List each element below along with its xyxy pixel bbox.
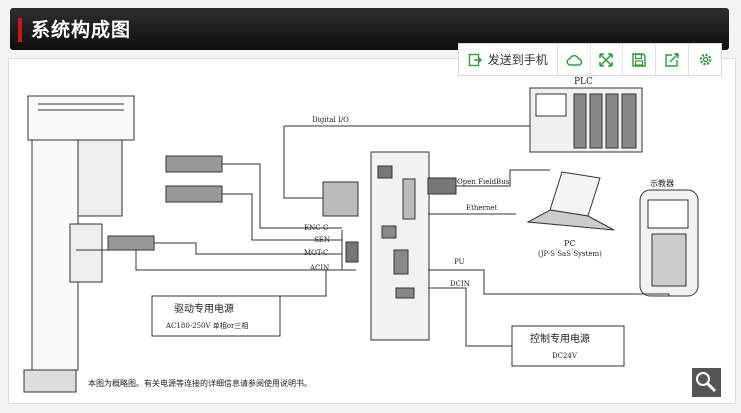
- sen-label: SEN: [314, 236, 330, 244]
- zoom-button[interactable]: [692, 368, 721, 397]
- mot-c-label: MOT-C: [304, 249, 328, 257]
- header-accent-bar: [18, 18, 22, 42]
- expand-icon: [599, 52, 614, 67]
- image-toolbar: 发送到手机: [458, 43, 722, 76]
- digital-io-connector: [322, 181, 359, 217]
- open-fieldbus-label: Open FieldBus: [457, 178, 510, 186]
- system-diagram: PLC Digital I/O Open FieldBus Ethernet P…: [23, 77, 699, 393]
- cloud-button[interactable]: [558, 44, 591, 75]
- diagram-footnote: 本图为概略图。有关电源等连接的详细信息请参阅使用说明书。: [88, 378, 312, 388]
- drive-power-title: 驱动专用电源: [174, 302, 234, 315]
- plc-label: PLC: [574, 77, 593, 87]
- control-power-box: [511, 325, 625, 367]
- digital-io-label: Digital I/O: [312, 116, 349, 124]
- wiring: [76, 125, 670, 347]
- teach-pendant-device: [639, 189, 699, 297]
- drive-power-box: [151, 295, 281, 337]
- expand-button[interactable]: [591, 44, 624, 75]
- enc-c-label: ENC-C: [304, 224, 328, 232]
- save-button[interactable]: [623, 44, 657, 75]
- pc-software-label: (JP-S SaS System): [538, 250, 602, 258]
- plc-device: [529, 87, 643, 153]
- drive-power-spec: AC180-250V 单相or三相: [165, 321, 248, 330]
- ethernet-label: Ethernet: [466, 204, 498, 212]
- control-power-spec: DC24V: [552, 352, 578, 360]
- robot-actuator: [23, 95, 135, 393]
- teach-pendant-label: 示教器: [650, 178, 674, 188]
- cloud-icon: [566, 54, 582, 66]
- dcin-label: DCIN: [450, 280, 470, 288]
- acin-label: ACIN: [309, 264, 329, 272]
- send-to-phone-button[interactable]: 发送到手机: [459, 44, 558, 75]
- control-power-title: 控制专用电源: [530, 332, 590, 345]
- pc-laptop: [526, 171, 615, 231]
- motor-connectors: [107, 155, 223, 251]
- send-to-phone-label: 发送到手机: [487, 53, 548, 67]
- save-icon: [632, 52, 647, 67]
- pc-label: PC: [564, 239, 576, 248]
- send-to-phone-icon: [468, 53, 482, 66]
- zoom-icon: [696, 372, 717, 393]
- controller-unit: [345, 151, 430, 341]
- page-title: 系统构成图: [31, 19, 132, 41]
- page-header: 系统构成图: [10, 8, 729, 50]
- share-button[interactable]: [656, 44, 690, 75]
- settings-button[interactable]: [689, 44, 721, 75]
- fieldbus-connector: [427, 177, 457, 195]
- settings-icon: [699, 53, 711, 66]
- pu-label: PU: [454, 258, 465, 266]
- share-icon: [665, 52, 679, 67]
